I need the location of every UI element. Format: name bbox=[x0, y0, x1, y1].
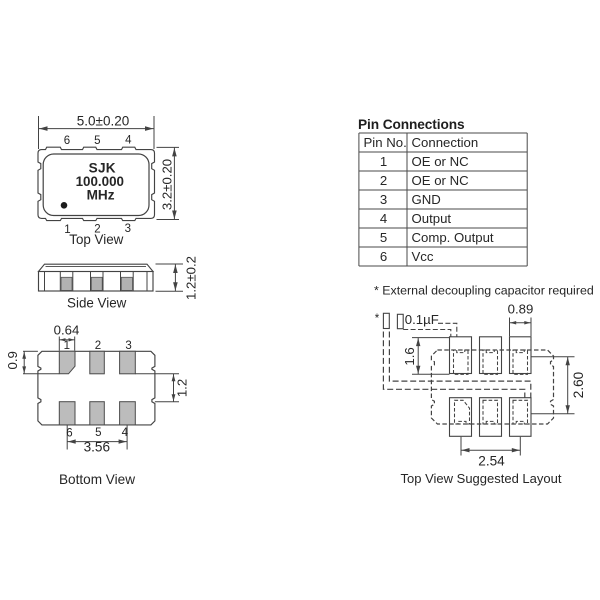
svg-text:OE or NC: OE or NC bbox=[412, 154, 470, 169]
svg-text:Pin Connections: Pin Connections bbox=[358, 117, 465, 132]
svg-text:4: 4 bbox=[380, 211, 387, 226]
svg-text:0.9: 0.9 bbox=[5, 351, 20, 369]
svg-text:OE or NC: OE or NC bbox=[412, 173, 470, 188]
svg-text:Comp. Output: Comp. Output bbox=[412, 230, 494, 245]
svg-text:Top View: Top View bbox=[69, 232, 123, 247]
svg-text:2: 2 bbox=[380, 173, 387, 188]
svg-text:Side View: Side View bbox=[67, 295, 127, 310]
svg-text:3: 3 bbox=[125, 340, 131, 352]
svg-text:4: 4 bbox=[122, 427, 129, 439]
svg-text:5.0±0.20: 5.0±0.20 bbox=[77, 114, 129, 129]
svg-text:2.54: 2.54 bbox=[478, 454, 505, 469]
svg-text:Pin No.: Pin No. bbox=[364, 135, 407, 150]
svg-text:Vcc: Vcc bbox=[412, 249, 434, 264]
svg-text:1.6: 1.6 bbox=[402, 347, 417, 365]
svg-text:100.000: 100.000 bbox=[76, 174, 124, 189]
svg-text:Top View Suggested Layout: Top View Suggested Layout bbox=[401, 471, 562, 486]
svg-text:2.60: 2.60 bbox=[571, 371, 586, 398]
svg-text:3.56: 3.56 bbox=[84, 439, 110, 454]
svg-text:SJK: SJK bbox=[89, 160, 116, 175]
svg-text:1: 1 bbox=[64, 224, 70, 236]
svg-text:Connection: Connection bbox=[412, 135, 479, 150]
svg-text:1: 1 bbox=[64, 340, 70, 352]
svg-text:5: 5 bbox=[380, 230, 387, 245]
svg-text:1: 1 bbox=[380, 154, 387, 169]
svg-text:1.2±0.2: 1.2±0.2 bbox=[184, 256, 199, 300]
svg-text:6: 6 bbox=[66, 427, 72, 439]
svg-text:5: 5 bbox=[94, 135, 100, 147]
svg-text:2: 2 bbox=[94, 224, 100, 236]
svg-text:6: 6 bbox=[380, 249, 387, 264]
svg-text:*: * bbox=[375, 313, 380, 325]
svg-text:3: 3 bbox=[380, 192, 387, 207]
svg-text:0.64: 0.64 bbox=[54, 323, 80, 338]
svg-text:0.1µF: 0.1µF bbox=[405, 312, 439, 327]
svg-text:5: 5 bbox=[95, 427, 101, 439]
svg-text:0.89: 0.89 bbox=[508, 301, 534, 316]
svg-text:MHz: MHz bbox=[87, 188, 115, 203]
svg-text:3.2±0.20: 3.2±0.20 bbox=[160, 159, 175, 210]
svg-text:GND: GND bbox=[412, 192, 441, 207]
svg-text:4: 4 bbox=[125, 135, 132, 147]
svg-text:6: 6 bbox=[64, 135, 70, 147]
svg-text:* External decoupling capacito: * External decoupling capacitor required bbox=[374, 284, 594, 298]
svg-text:3: 3 bbox=[125, 223, 131, 235]
svg-text:1.2: 1.2 bbox=[175, 379, 190, 397]
svg-text:Bottom View: Bottom View bbox=[59, 472, 135, 487]
svg-text:Output: Output bbox=[412, 211, 452, 226]
svg-text:2: 2 bbox=[95, 340, 101, 352]
